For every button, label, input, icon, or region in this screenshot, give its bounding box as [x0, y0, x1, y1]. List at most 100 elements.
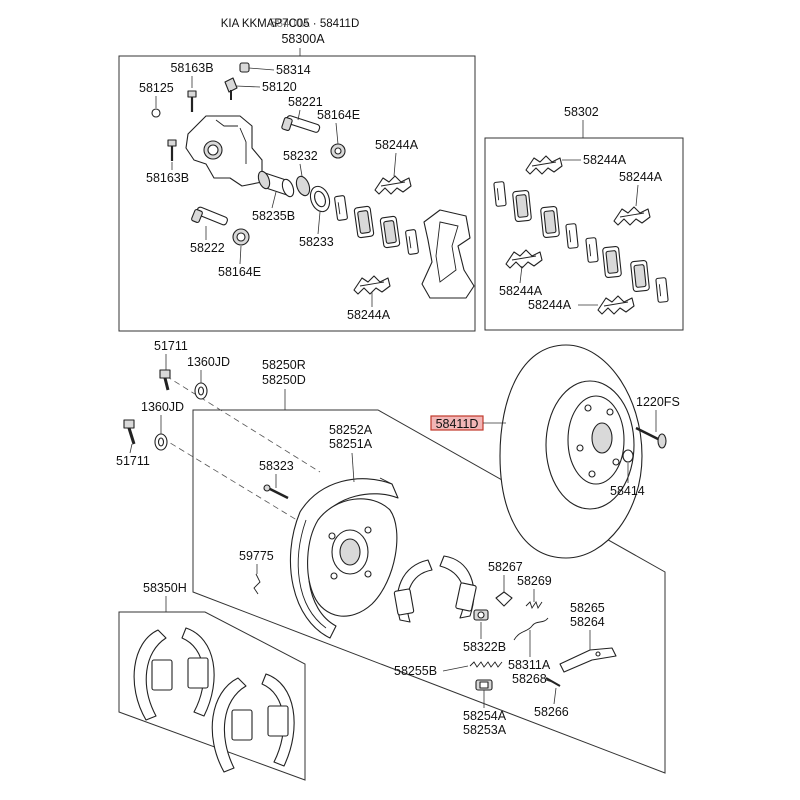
- backing-plate-box: [192, 409, 666, 774]
- bleeder-screw-58120: [224, 77, 238, 100]
- seal-58232: [295, 175, 311, 197]
- spring-58311A: [513, 617, 549, 641]
- label-58414: 58414: [610, 484, 645, 498]
- label-58252A: 58252A: [329, 423, 373, 437]
- leader-58244A-pad-3: [519, 265, 523, 284]
- plug-58414: [622, 449, 634, 463]
- brake-shoe-box: [118, 611, 306, 781]
- label-58235B: 58235B: [252, 209, 295, 223]
- label-58244A-pad-1: 58244A: [583, 153, 627, 167]
- leader-58164E-bottom: [239, 245, 242, 265]
- label-58323: 58323: [259, 459, 294, 473]
- clip-caliper-top: [374, 175, 412, 195]
- shoe-set-2-left: [211, 677, 253, 773]
- pad-kit-pad-2: [539, 205, 561, 239]
- piston-58235B: [257, 170, 295, 198]
- label-58163B-top: 58163B: [170, 61, 213, 75]
- pad-kit-box: [484, 137, 684, 331]
- pad-caliper-1: [333, 194, 349, 222]
- label-58125: 58125: [139, 81, 174, 95]
- label-58350H: 58350H: [143, 581, 187, 595]
- leader-58314: [248, 67, 275, 71]
- label-58268: 58268: [512, 672, 547, 686]
- label-58233: 58233: [299, 235, 334, 249]
- bolt-58323: [263, 484, 289, 500]
- label-58232: 58232: [283, 149, 318, 163]
- label-58300A: 58300A: [281, 32, 325, 46]
- parking-shoe-right: [439, 555, 477, 619]
- label-58250D: 58250D: [262, 373, 306, 387]
- label-58314: 58314: [276, 63, 311, 77]
- pad-kit-shim-1: [493, 180, 507, 208]
- label-58254A: 58254A: [463, 709, 507, 723]
- label-58222: 58222: [190, 241, 225, 255]
- boot-58164E-bottom: [232, 228, 250, 246]
- label-1360JD-top: 1360JD: [187, 355, 230, 369]
- caliper-body: [185, 115, 263, 187]
- label-58253A: 58253A: [463, 723, 507, 737]
- leader-58266: [553, 687, 557, 705]
- label-58164E-top: 58164E: [317, 108, 360, 122]
- dashed-line-lower: [161, 437, 311, 529]
- washer-1360JD-top: [194, 382, 208, 400]
- clip-pad-kit-4: [597, 295, 635, 315]
- bolt-51711-top: [159, 369, 171, 391]
- diagram-title: KIA KKMAP7C05 · 58411D: [221, 18, 360, 30]
- adjuster-58322B: [473, 609, 489, 621]
- label-59775: 59775: [239, 549, 274, 563]
- pad-caliper-4: [404, 228, 420, 256]
- bolt-58163B-top: [186, 89, 198, 114]
- washer-1360JD-bottom: [154, 433, 168, 451]
- pin-58268: [545, 677, 561, 687]
- label-58322B: 58322B: [463, 640, 506, 654]
- boot-58233: [309, 185, 331, 213]
- strut-58265: [559, 647, 617, 673]
- guide-pin-58222: [191, 206, 228, 226]
- label-58244A-caliper-bottom: 58244A: [347, 308, 391, 322]
- label-51711-bottom: 51711: [116, 454, 150, 468]
- label-1360JD-bottom: 1360JD: [141, 400, 184, 414]
- label-58302: 58302: [564, 105, 599, 119]
- label-58255B: 58255B: [394, 664, 437, 678]
- leader-58221: [297, 109, 301, 121]
- leader-58232: [299, 163, 303, 177]
- clip-59775: [253, 573, 261, 595]
- leader-58268: [545, 679, 553, 683]
- label-58251A: 58251A: [329, 437, 373, 451]
- label-58269: 58269: [517, 574, 552, 588]
- pad-kit-shim-2: [565, 222, 579, 250]
- shoe-set-2-right: [261, 673, 295, 767]
- cable-end-58254A: [475, 679, 493, 691]
- clip-pad-kit-1: [525, 155, 563, 175]
- label-58244A-pad-3: 58244A: [499, 284, 543, 298]
- screw-1220FS: [635, 426, 667, 449]
- label-58120: 58120: [262, 80, 297, 94]
- caliper-bracket: [421, 209, 475, 299]
- label-58264: 58264: [570, 615, 605, 629]
- label-58244A-caliper: 58244A: [375, 138, 419, 152]
- adjuster-58267: [495, 591, 513, 607]
- cap-58314: [239, 62, 250, 73]
- bolt-58163B-bottom: [166, 138, 178, 163]
- leader-58244A-caliper: [393, 152, 397, 177]
- leader-58235B: [271, 191, 277, 209]
- bolt-51711-bottom: [123, 419, 136, 445]
- caliper-assembly-box: [118, 55, 476, 332]
- pad-kit-shim-3: [585, 236, 599, 264]
- brake-disc: [499, 344, 643, 559]
- shoe-set-1-right: [181, 627, 215, 717]
- guide-pin-58221: [281, 115, 321, 133]
- label-58221: 58221: [288, 95, 323, 109]
- pad-kit-pad-3: [601, 245, 623, 279]
- leader-58233: [317, 211, 321, 235]
- label-1220FS: 1220FS: [636, 395, 680, 409]
- pad-kit-shim-4: [655, 276, 669, 304]
- pad-kit-pad-1: [511, 189, 533, 223]
- leader-58255B: [442, 665, 469, 672]
- leader-58244A-pad-2: [635, 184, 639, 207]
- label-58244A-pad-4: 58244A: [528, 298, 572, 312]
- parking-shoe-left: [393, 559, 433, 623]
- leader-58164E-top: [335, 122, 339, 145]
- boot-58164E-top: [330, 143, 346, 159]
